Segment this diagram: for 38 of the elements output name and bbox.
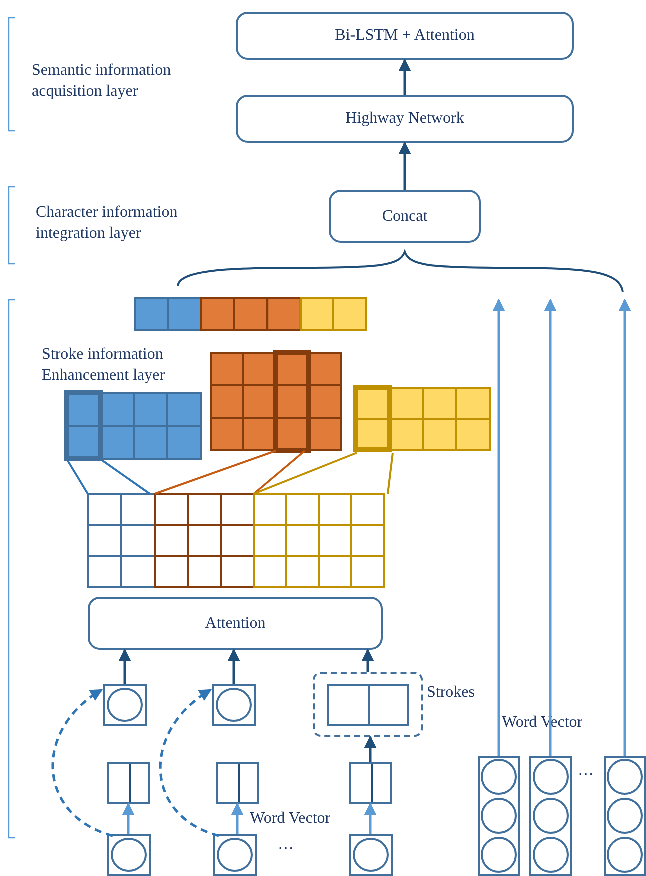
arrow [544,298,557,756]
arrow [362,648,374,672]
arrow [618,298,632,756]
arrow [364,736,377,762]
arrow [118,648,132,684]
stroke-vector [327,684,409,726]
box-label: Highway Network [346,110,464,128]
circle-unit [212,684,256,726]
arrow [159,688,220,838]
word-vector-column [604,756,646,876]
arrow [231,802,244,834]
arrow [398,142,412,190]
box-label: Attention [205,614,266,632]
circle-unit [107,834,151,876]
arrow [398,58,412,95]
word-vector-column [529,756,572,876]
arrow [52,688,114,838]
model-box [88,597,383,650]
box-label: Concat [382,208,428,226]
layer-label: Character information integration layer [36,203,179,244]
circle-unit [213,834,257,876]
model-box [236,95,574,143]
split-vector [349,762,392,804]
circle-unit [349,834,393,876]
box-label: Bi-LSTM + Attention [335,27,475,45]
word-vector-column [478,756,520,876]
arrow [228,648,240,684]
model-box [236,12,574,60]
model-box [329,190,481,243]
circle-unit [103,684,147,726]
split-vector [107,762,150,804]
arrow [122,802,135,834]
arrow [492,298,506,756]
arrow [364,802,377,834]
layer-label: Semantic information acquisition layer [32,61,172,102]
split-vector [216,762,259,804]
group-label: Strokes [427,684,475,702]
layer-label: Stroke information Enhancement layer [42,345,166,386]
